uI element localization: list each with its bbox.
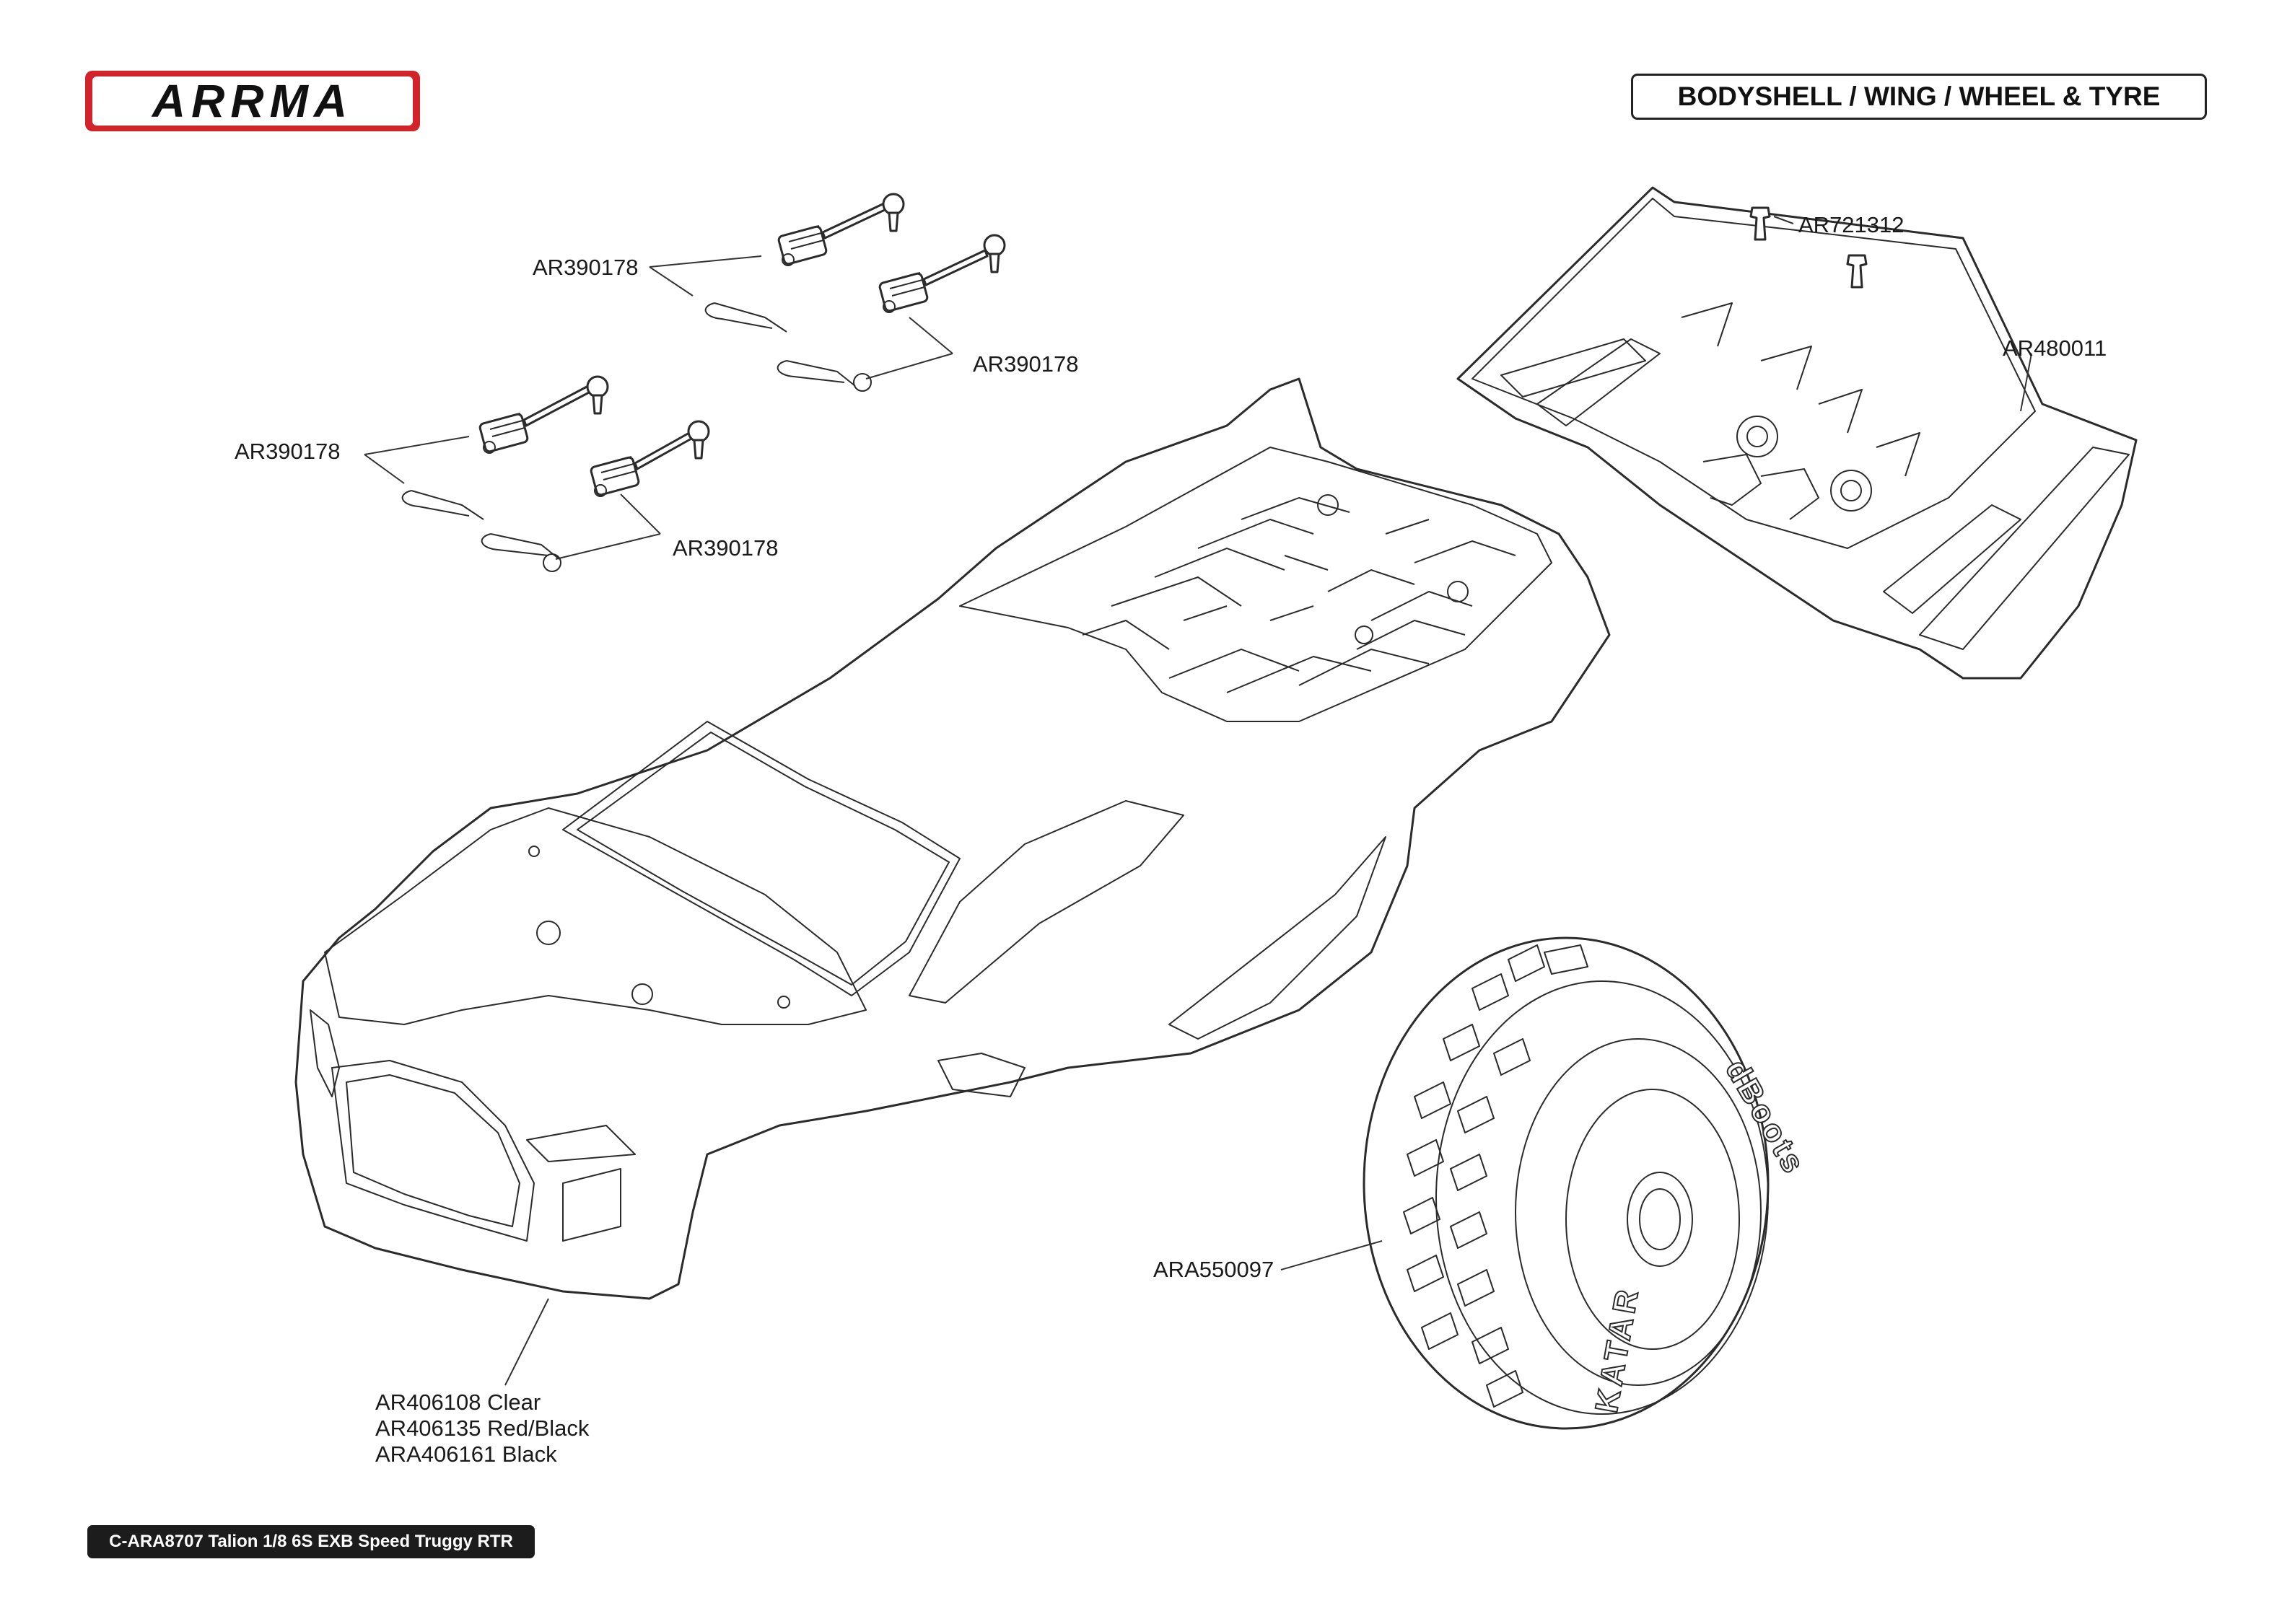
leader-lines	[364, 216, 2032, 1386]
label-bodyshell-clear: AR406108 Clear	[375, 1390, 541, 1415]
arrma-logo: ARRMA	[85, 71, 420, 131]
wing-screw-drawing	[1749, 206, 1868, 289]
body-post-lower-left	[478, 375, 609, 454]
label-body-post-lower-left: AR390178	[235, 439, 341, 464]
body-post-upper-left	[777, 193, 905, 266]
section-title: BODYSHELL / WING / WHEEL & TYRE	[1631, 74, 2207, 120]
label-body-post-upper-right: AR390178	[973, 351, 1079, 377]
label-body-post-lower-right: AR390178	[673, 535, 779, 561]
label-bodyshell-black: ARA406161 Black	[375, 1441, 557, 1467]
label-wheel-tyre: ARA550097	[1153, 1257, 1274, 1282]
label-wing-screw: AR721312	[1798, 212, 1905, 237]
arrma-logo-text: ARRMA	[151, 75, 353, 127]
part-labels: AR390178 AR390178 AR390178 AR390178 AR72…	[235, 212, 2107, 1467]
bodyshell-drawing	[294, 377, 1611, 1300]
label-bodyshell-red-black: AR406135 Red/Black	[375, 1415, 590, 1441]
body-clips	[401, 302, 872, 572]
wing-drawing	[1456, 186, 2138, 680]
wheel-tyre-drawing: dBoots KATAR	[1363, 936, 1814, 1430]
label-body-post-upper-left: AR390178	[533, 255, 639, 280]
body-post-lower-right	[590, 420, 710, 497]
model-footer-tag: C-ARA8707 Talion 1/8 6S EXB Speed Truggy…	[87, 1525, 535, 1558]
body-post-upper-right	[878, 234, 1006, 313]
label-wing: AR480011	[2003, 335, 2107, 361]
